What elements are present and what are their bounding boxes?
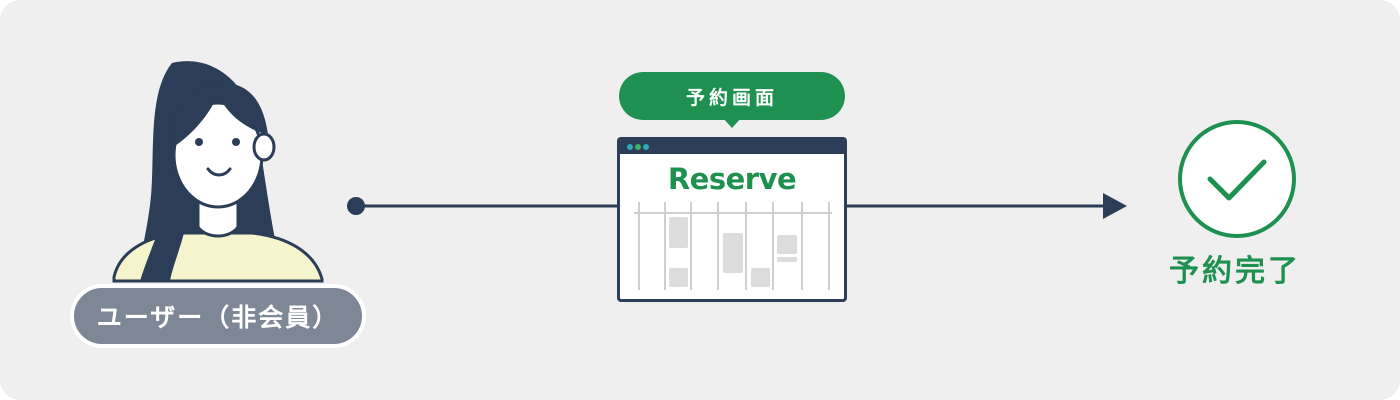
flow-arrowhead (1103, 193, 1127, 219)
reserve-logo: Reserve (667, 162, 797, 196)
calendar-grid (634, 202, 832, 290)
calendar-block (751, 268, 770, 287)
user-label: ユーザー（非会員） (70, 284, 366, 348)
window-dot-icon (635, 144, 641, 150)
calendar-block (723, 233, 743, 273)
woman-avatar-icon (112, 61, 324, 283)
bubble-tail (723, 118, 741, 128)
browser-titlebar (620, 140, 844, 154)
calendar-block (777, 257, 797, 262)
calendar-block (669, 268, 688, 287)
browser-window-icon: Reserve (617, 137, 847, 302)
reservation-complete-label: 予約完了 (1169, 254, 1301, 289)
calendar-block (669, 217, 688, 248)
checkmark-circle-icon (1178, 120, 1296, 238)
window-dot-icon (627, 144, 633, 150)
calendar-block (777, 235, 797, 254)
reservation-screen-label: 予約画面 (619, 72, 845, 120)
window-dot-icon (643, 144, 649, 150)
